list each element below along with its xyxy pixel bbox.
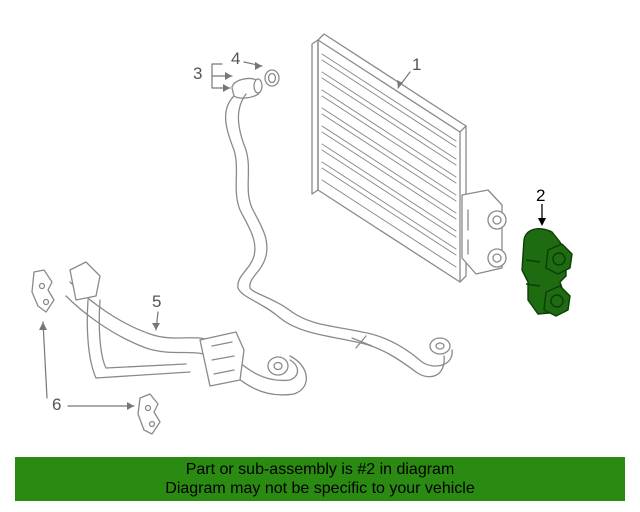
callout-4: 4 [231, 49, 241, 68]
oil-cooler-radiator-icon [311, 33, 507, 283]
hose-end-icon [231, 69, 280, 99]
callout-5: 5 [152, 292, 162, 311]
thermostat-housing-icon [521, 228, 573, 317]
bracket-lower-icon [137, 393, 161, 435]
leader-arrowheads [39, 62, 403, 410]
parts-diagram [31, 33, 573, 435]
callout-3: 3 [193, 64, 203, 83]
callout-2-arrow [538, 204, 546, 226]
banner-line-part: Part or sub-assembly is #2 in diagram [185, 461, 455, 478]
oil-line-lower-icon [65, 261, 307, 396]
callout-1: 1 [412, 55, 422, 74]
bracket-upper-icon [31, 269, 55, 313]
callout-2: 2 [536, 186, 546, 205]
banner-line-disclaimer: Diagram may not be specific to your vehi… [165, 480, 475, 497]
callout-6: 6 [52, 395, 62, 414]
info-banner: Part or sub-assembly is #2 in diagram Di… [15, 457, 625, 501]
oil-line-upper-icon [225, 93, 453, 378]
